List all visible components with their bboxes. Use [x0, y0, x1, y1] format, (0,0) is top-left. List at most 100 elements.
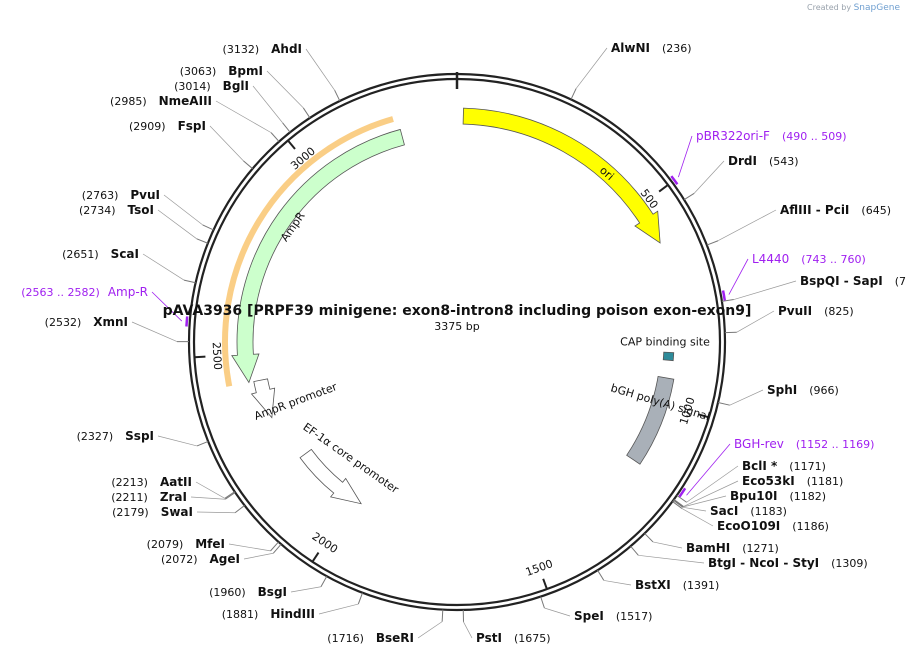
site-tick [540, 596, 545, 609]
primer-mark [721, 290, 727, 301]
site-bgli[interactable]: (3014)BglI [174, 79, 291, 133]
site-position: (2179) [112, 506, 149, 519]
site-leader [157, 209, 197, 240]
site-text: Bpu10I(1182) [730, 489, 826, 503]
site-ahdi[interactable]: (3132)AhdI [223, 42, 341, 102]
site-position: (2213) [111, 476, 148, 489]
site-bstxi[interactable]: BstXI (1391) [597, 569, 720, 592]
site-agei[interactable]: (2072)AgeI [161, 543, 282, 566]
tick-mark [658, 184, 669, 193]
primer-bgh-rev[interactable]: BGH-rev(1152 .. 1169) [678, 437, 875, 498]
site-name: AhdI [271, 42, 302, 56]
site-name: MfeI [195, 537, 225, 551]
site-text: (3063) BpmI [180, 64, 263, 78]
site-mfei[interactable]: (2079)MfeI [147, 537, 279, 552]
site-bpmi[interactable]: (3063) BpmI [180, 64, 311, 119]
primer-l4440[interactable]: L4440(743 .. 760) [721, 252, 866, 301]
primer-mark [678, 487, 687, 498]
site-sphi[interactable]: SphI(966) [717, 383, 839, 406]
site-name: ZraI [160, 490, 187, 504]
snapgene-credit: Created by SnapGene [807, 3, 900, 13]
selection-highlight [222, 116, 394, 387]
site-position: (2532) [45, 316, 82, 329]
site-position: (3063) [180, 65, 217, 78]
plasmid-name: pAVA3936 [PRPF39 minigene: exon8-intron8… [163, 303, 752, 319]
site-swai[interactable]: (2179) SwaI [112, 505, 245, 519]
site-eco53ki[interactable]: Eco53kI(1181) [673, 474, 843, 507]
site-nmeaiii[interactable]: (2985)NmeAIII [110, 94, 280, 142]
site-name: NmeAIII [159, 94, 212, 108]
primer-amp-r[interactable]: (2563 .. 2582)Amp-R [21, 285, 189, 327]
site-leader [736, 310, 775, 333]
site-ecoo109i[interactable]: EcoO109I(1186) [672, 501, 829, 533]
site-tick [673, 499, 684, 508]
site-position: (1391) [683, 579, 720, 592]
primer-mark [670, 175, 679, 185]
site-pvui[interactable]: (2763)PvuI [82, 188, 214, 231]
feature-ef1a-core-promoter[interactable] [299, 448, 362, 505]
site-btgi-ncoi-styi[interactable]: BtgI - NcoI - StyI(1309) [630, 545, 868, 570]
site-name: EcoO109I [717, 519, 780, 533]
site-hindiii[interactable]: (1881)HindIII [222, 592, 363, 621]
site-xmni[interactable]: (2532)XmnI [45, 315, 190, 343]
site-bamhi[interactable]: BamHI(1271) [644, 533, 779, 555]
site-leader [417, 621, 443, 639]
site-zrai[interactable]: (2211)ZraI [111, 490, 236, 504]
site-bseri[interactable]: (1716)BseRI [327, 609, 444, 645]
site-tick [644, 533, 654, 543]
primer-pbr322ori-f[interactable]: pBR322ori-F(490 .. 509) [670, 129, 847, 185]
site-text: (1881)HindIII [222, 607, 315, 621]
site-name: BpmI [228, 64, 263, 78]
site-tsoi[interactable]: (2734)TsoI [79, 203, 209, 244]
site-leader [228, 543, 271, 552]
site-text: PvuII(825) [778, 304, 854, 318]
site-leader [195, 481, 225, 499]
site-name: ScaI [111, 247, 139, 261]
site-alwni[interactable]: AlwNI(236) [570, 41, 692, 100]
site-text: BtgI - NcoI - StyI(1309) [708, 556, 868, 570]
primer-range: (743 .. 760) [801, 253, 866, 266]
feature-ampr-promoter[interactable] [250, 378, 276, 419]
site-bpu10i[interactable]: Bpu10I(1182) [673, 489, 826, 508]
site-spei[interactable]: SpeI(1517) [540, 596, 653, 623]
feature-cap-binding-site[interactable] [662, 351, 675, 362]
feature-bgh-polya[interactable] [626, 376, 675, 465]
site-name: BamHI [686, 541, 730, 555]
primer-leader [678, 135, 693, 178]
site-name: TsoI [128, 203, 154, 217]
site-tick [270, 132, 280, 142]
site-sspi[interactable]: (2327)SspI [77, 429, 209, 447]
site-pvuii[interactable]: PvuII(825) [724, 304, 854, 334]
site-leader [652, 541, 683, 549]
site-position: (2651) [62, 248, 99, 261]
site-position: (2072) [161, 553, 198, 566]
site-fspi[interactable]: (2909)FspI [129, 119, 253, 170]
site-name: AlwNI [611, 41, 650, 55]
site-position: (1881) [222, 608, 259, 621]
site-leader [163, 194, 203, 226]
site-name: SpeI [574, 609, 604, 623]
site-bspqi-sapi[interactable]: BspQI - SapI(762) [721, 274, 906, 302]
site-leader [733, 280, 797, 300]
site-scai[interactable]: (2651) ScaI [62, 247, 196, 284]
site-bsgi[interactable]: (1960)BsgI [209, 576, 328, 599]
site-position: (1960) [209, 586, 246, 599]
site-name: SwaI [161, 505, 193, 519]
site-bcli[interactable]: BclI *(1171) [676, 459, 826, 503]
site-afliii-pcii[interactable]: AflIII - PciI(645) [706, 203, 891, 246]
site-leader [142, 253, 185, 281]
site-aatii[interactable]: (2213)AatII [111, 475, 235, 499]
sites-layer: AlwNI(236) DrdI(543) AflIII - PciI(645) Bsp… [21, 41, 906, 645]
site-name: BstXI [635, 578, 671, 592]
site-drdi[interactable]: DrdI(543) [683, 154, 799, 201]
feature-ampr[interactable] [231, 128, 405, 384]
site-text: DrdI(543) [728, 154, 799, 168]
site-saci[interactable]: SacI(1183) [673, 499, 787, 518]
site-position: (645) [861, 204, 891, 217]
site-psti[interactable]: PstI(1675) [462, 609, 551, 645]
feature-ori[interactable] [462, 107, 661, 244]
tick-mark [698, 413, 710, 419]
site-tick [183, 279, 196, 284]
primer-text: L4440(743 .. 760) [752, 252, 866, 266]
